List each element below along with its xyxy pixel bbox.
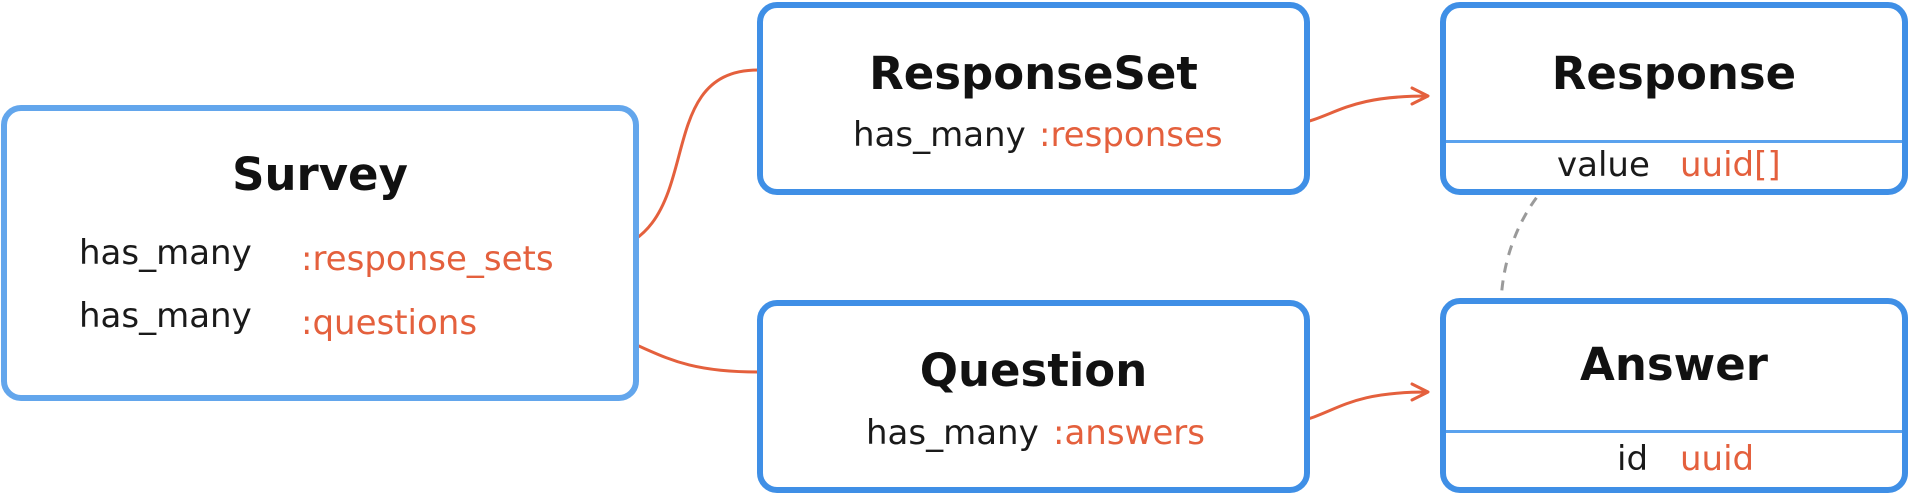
responseset-row-value: :responses — [1039, 115, 1223, 155]
response-title: Response — [1551, 47, 1797, 100]
question-entity[interactable]: Question has_many :answers — [757, 300, 1310, 493]
response-field-name: value — [1557, 145, 1650, 185]
response-entity[interactable]: Response value uuid[] — [1440, 2, 1908, 195]
survey-title: Survey — [232, 148, 408, 201]
survey-row-1-keyword: has_many — [79, 233, 252, 273]
survey-row-2-keyword: has_many — [79, 296, 252, 336]
response-divider — [1446, 140, 1902, 143]
answer-field-name: id — [1617, 439, 1649, 479]
response-field-type: uuid[] — [1680, 145, 1781, 185]
responseset-row-keyword: has_many — [853, 115, 1026, 155]
answer-divider — [1446, 430, 1902, 433]
survey-entity[interactable]: Survey has_many :response_sets has_many … — [1, 105, 639, 401]
question-row-keyword: has_many — [866, 413, 1039, 453]
question-row-value: :answers — [1053, 413, 1205, 453]
question-title: Question — [919, 344, 1148, 397]
answer-field-type: uuid — [1680, 439, 1755, 479]
survey-row-1-value: :response_sets — [301, 239, 554, 279]
responseset-title: ResponseSet — [869, 47, 1198, 100]
survey-row-2-value: :questions — [301, 303, 478, 343]
answer-entity[interactable]: Answer id uuid — [1440, 298, 1908, 493]
answer-title: Answer — [1580, 338, 1768, 391]
responseset-entity[interactable]: ResponseSet has_many :responses — [757, 2, 1310, 195]
